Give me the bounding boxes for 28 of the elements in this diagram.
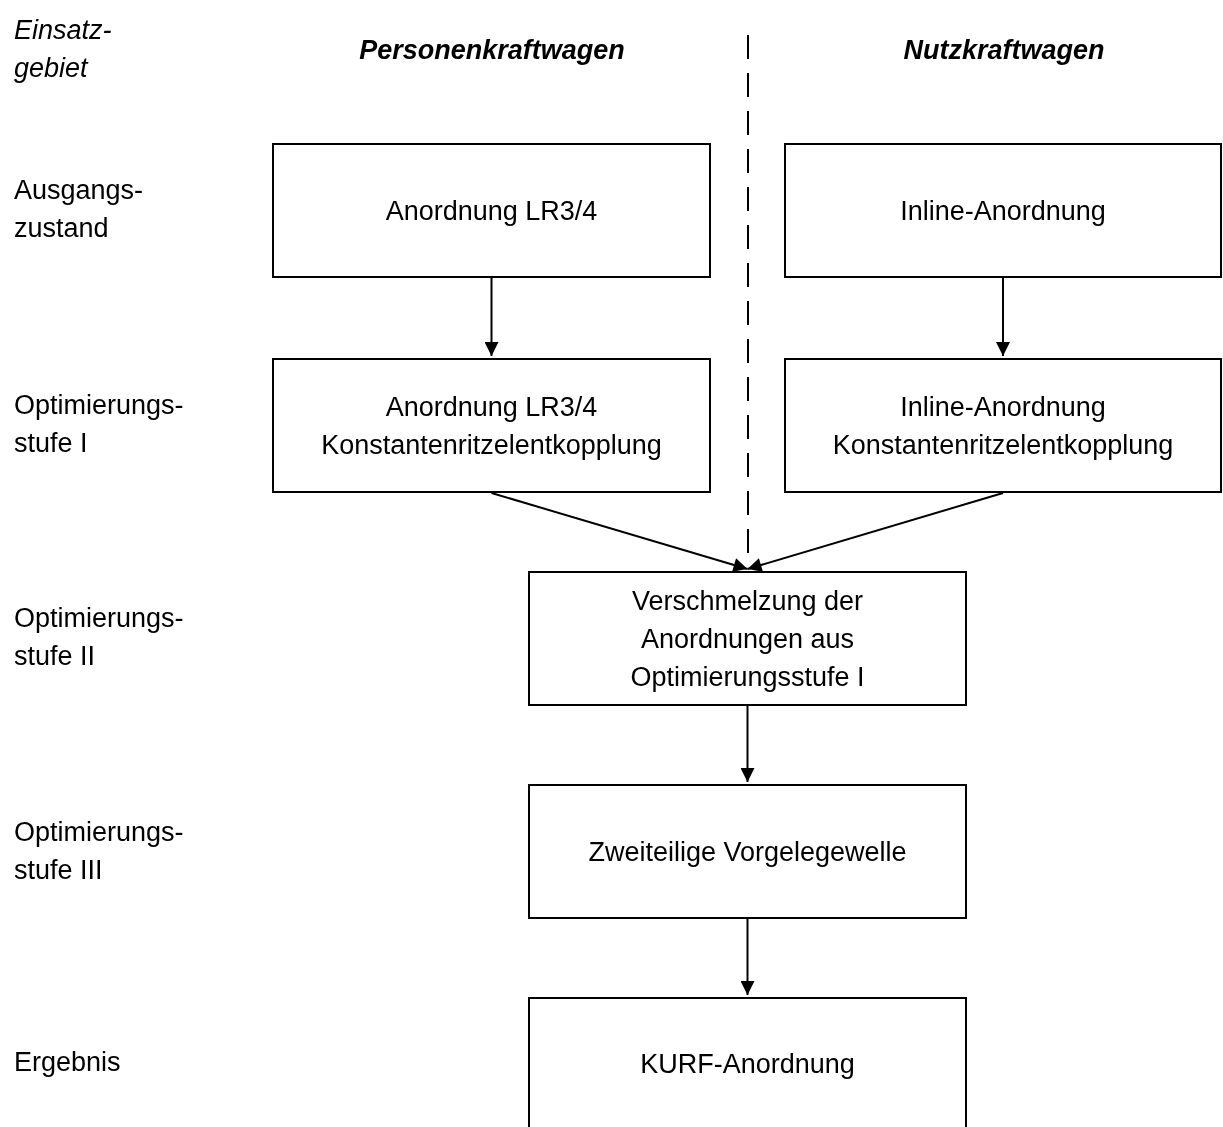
process-box: [784, 143, 1222, 278]
arrow: [740, 918, 755, 996]
row-label: Ergebnis: [14, 1046, 121, 1079]
process-box: [528, 784, 967, 919]
box-text: Anordnung LR3/4: [385, 194, 598, 228]
process-box: [272, 358, 711, 493]
box-text: Inline-Anordnung Konstantenritzelentkopplung: [831, 390, 1175, 462]
process-box: [528, 571, 967, 706]
column-heading: Nutzkraftwagen: [902, 34, 1106, 67]
box-text: Inline-Anordnung: [900, 194, 1106, 228]
row-label: Optimierungs- stufe I: [14, 389, 185, 460]
row-label: Optimierungs- stufe III: [14, 816, 185, 887]
box-text: Verschmelzung der Anordnungen aus Optimierungsstufe I: [629, 584, 866, 694]
arrow: [996, 277, 1010, 357]
arrow: [490, 492, 749, 572]
process-box: [784, 358, 1222, 493]
row-label: Ausgangs- zustand: [14, 174, 145, 245]
box-text: Anordnung LR3/4 Konstantenritzelentkopplung: [320, 390, 663, 462]
row-label: Einsatz- gebiet: [14, 14, 113, 85]
box-text: Zweiteilige Vorgelegewelle: [588, 835, 907, 869]
arrow: [740, 705, 755, 783]
arrow: [746, 492, 1004, 572]
process-box: [272, 143, 711, 278]
row-label: Optimierungs- stufe II: [14, 602, 185, 673]
process-box: [528, 997, 967, 1127]
box-text: KURF-Anordnung: [640, 1048, 855, 1081]
column-heading: Personenkraftwagen: [358, 34, 626, 67]
arrow: [484, 277, 499, 357]
